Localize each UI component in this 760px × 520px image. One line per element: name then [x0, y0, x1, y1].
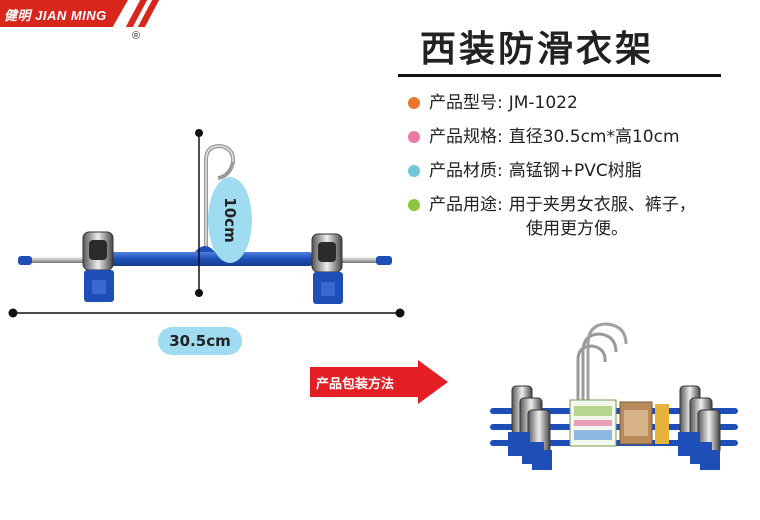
- spec-value: 用于夹男女衣服、裤子，: [508, 195, 696, 215]
- width-dimension-badge: 30.5cm: [158, 327, 242, 355]
- title-underline: [398, 74, 721, 77]
- packaging-arrow-icon: [310, 360, 448, 404]
- spec-label: 产品型号:: [429, 93, 503, 113]
- spec-bullet-icon: [408, 97, 420, 109]
- rod-cap-left: [18, 256, 32, 265]
- hanger-blue-bar: [95, 252, 315, 266]
- spec-value-continued: 使用更方便。: [526, 219, 628, 239]
- spec-label: 产品规格:: [429, 127, 503, 147]
- spec-label: 产品材质:: [429, 161, 503, 181]
- packaged-hangers-illustration: [490, 322, 738, 470]
- spec-size: 产品规格:直径30.5cm*高10cm: [408, 122, 680, 147]
- spec-model: 产品型号:JM-1022: [408, 88, 578, 113]
- spec-bullet-icon: [408, 199, 420, 211]
- left-clip: [82, 231, 114, 302]
- brand-logo-text: 健明 JIAN MING: [4, 8, 107, 23]
- spec-label: 产品用途:: [429, 195, 503, 215]
- hanger-rod-right: [310, 257, 380, 263]
- packaging-label: 产品包装方法: [316, 377, 395, 392]
- height-dimension-label: 10cm: [221, 197, 239, 243]
- spec-material: 产品材质:高锰钢+PVC树脂: [408, 156, 642, 181]
- right-clip: [311, 233, 343, 304]
- registered-mark: ®: [132, 30, 141, 42]
- product-title: 西装防滑衣架: [420, 29, 655, 70]
- packaging-arrow: 产品包装方法: [310, 363, 450, 403]
- spec-value: 直径30.5cm*高10cm: [508, 127, 680, 147]
- rod-cap-right: [376, 256, 392, 265]
- hanger-rod-left: [28, 257, 98, 263]
- spec-value: 高锰钢+PVC树脂: [508, 161, 642, 181]
- spec-usage: 产品用途:用于夹男女衣服、裤子，: [408, 190, 696, 215]
- spec-bullet-icon: [408, 131, 420, 143]
- brand-logo-bar: 健明 JIAN MING: [0, 0, 128, 27]
- spec-bullet-icon: [408, 165, 420, 177]
- spec-value: JM-1022: [508, 93, 578, 113]
- height-dimension-badge: 10cm: [208, 177, 252, 263]
